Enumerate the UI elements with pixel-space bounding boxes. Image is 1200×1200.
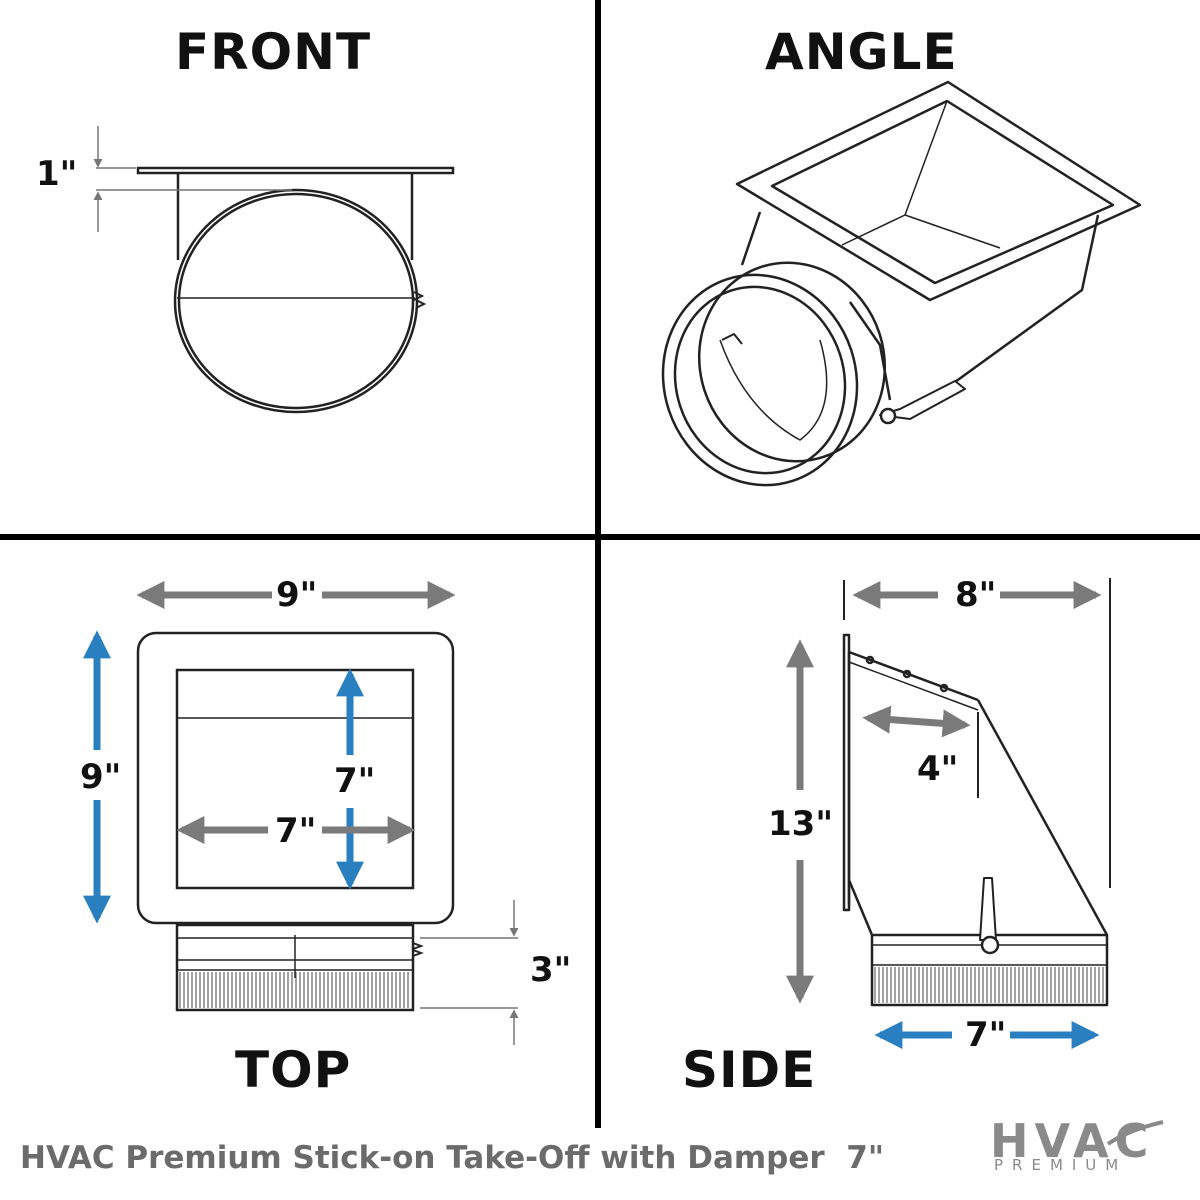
- quadrant-dividers: [0, 0, 1200, 1128]
- angle-view-drawing: [661, 80, 1142, 487]
- top-height-label: 9": [80, 757, 122, 797]
- side-ribbing: [874, 967, 1104, 1003]
- top-inner-width-label: 7": [275, 811, 317, 851]
- side-dimension-arrows: [786, 581, 1102, 1049]
- side-height-label: 13": [768, 804, 834, 844]
- top-inner-height-label: 7": [334, 761, 376, 801]
- top-collar-dimension: [420, 900, 519, 1045]
- brand-logo-word: HVAC: [990, 1114, 1155, 1168]
- side-view-drawing: [842, 633, 1109, 1007]
- front-flange-dimension: [93, 126, 292, 232]
- top-ribbing: [179, 972, 409, 1008]
- front-view-title: FRONT: [175, 23, 372, 81]
- top-view-title: TOP: [235, 1041, 352, 1099]
- logo-swoosh: [1106, 1120, 1164, 1146]
- side-depth-label: 8": [955, 575, 997, 615]
- side-slope-label: 4": [917, 749, 959, 789]
- front-flange-label: 1": [36, 154, 78, 194]
- top-view-drawing: [136, 631, 455, 1012]
- top-dimension-arrows: [83, 581, 456, 924]
- side-collar-label: 7": [965, 1015, 1007, 1055]
- top-width-label: 9": [276, 575, 318, 615]
- product-caption: HVAC Premium Stick-on Take-Off with Damp…: [20, 1140, 884, 1176]
- brand-logo-subtitle: PREMIUM: [994, 1156, 1128, 1174]
- side-view-title: SIDE: [682, 1041, 817, 1099]
- angle-view-title: ANGLE: [765, 23, 958, 81]
- front-view-drawing: [136, 166, 455, 414]
- side-extension-lines: [843, 578, 1111, 888]
- top-collar-label: 3": [530, 950, 572, 990]
